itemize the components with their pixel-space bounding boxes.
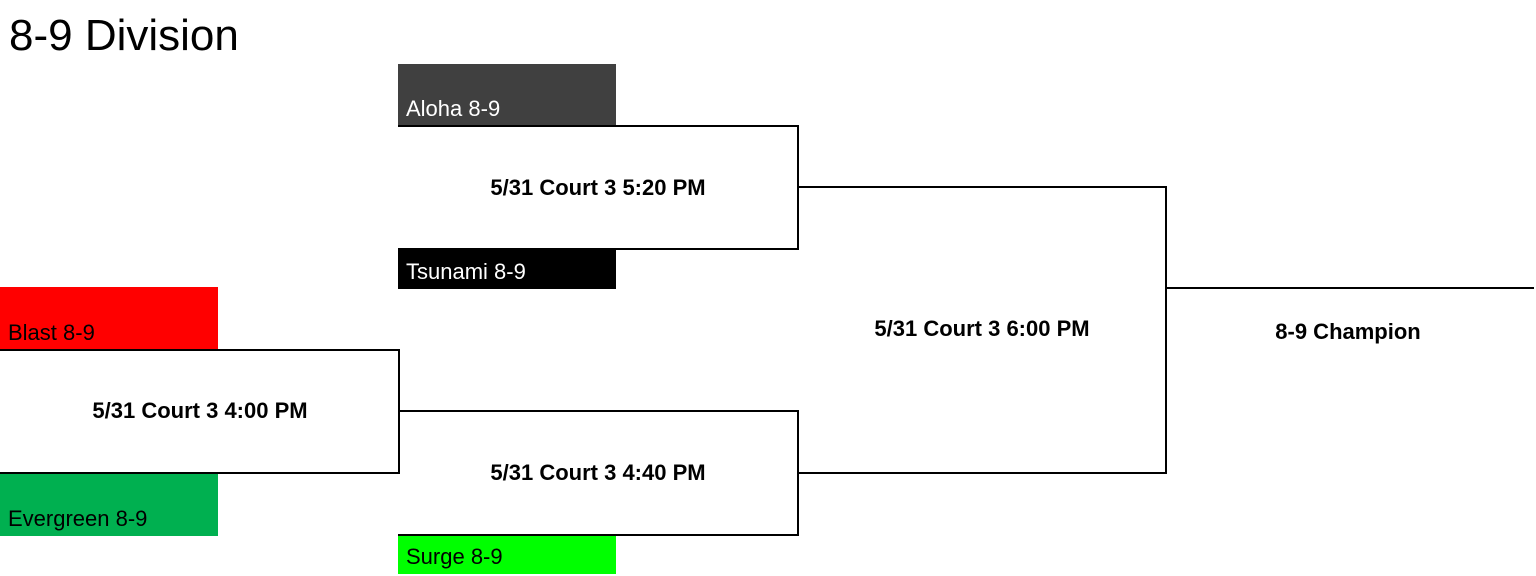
match-label-520: 5/31 Court 3 5:20 PM (490, 175, 706, 200)
match-label-440: 5/31 Court 3 4:40 PM (490, 460, 706, 485)
team-blast: Blast 8-9 (0, 287, 218, 350)
team-aloha: Aloha 8-9 (398, 64, 616, 126)
team-surge: Surge 8-9 (398, 535, 616, 574)
page-title: 8-9 Division (9, 11, 239, 60)
team-aloha-label: Aloha 8-9 (406, 96, 501, 121)
team-evergreen: Evergreen 8-9 (0, 473, 218, 536)
team-tsunami: Tsunami 8-9 (398, 249, 616, 289)
team-surge-label: Surge 8-9 (406, 544, 503, 569)
match-label-400: 5/31 Court 3 4:00 PM (92, 398, 308, 423)
team-blast-label: Blast 8-9 (8, 320, 95, 345)
match-label-600: 5/31 Court 3 6:00 PM (874, 316, 1090, 341)
team-tsunami-label: Tsunami 8-9 (406, 259, 526, 284)
champion-label: 8-9 Champion (1275, 319, 1421, 344)
team-evergreen-label: Evergreen 8-9 (8, 506, 148, 531)
